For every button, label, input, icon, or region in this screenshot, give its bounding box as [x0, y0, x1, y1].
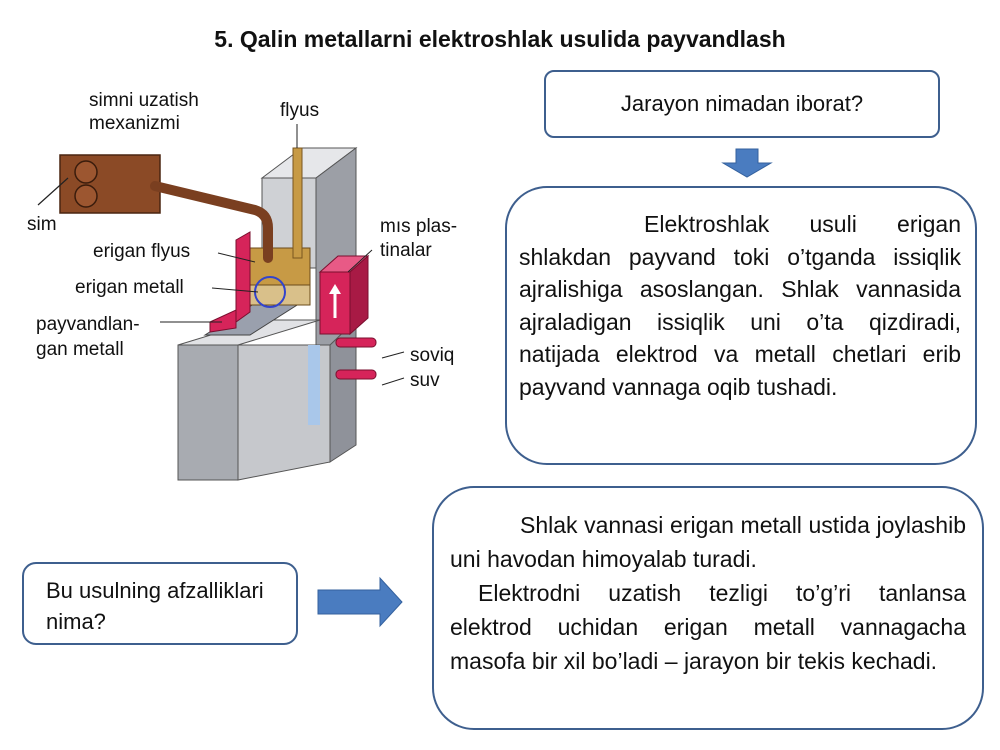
answer-advantages-para-2: Elektrodni uzatish tezligi to’g’ri tanla…	[450, 580, 966, 674]
label-welded-1: payvandlan-	[36, 314, 140, 335]
question-process-box: Jarayon nimadan iborat?	[544, 70, 940, 138]
down-arrow-icon	[721, 148, 773, 178]
label-molten-metal: erigan metall	[75, 277, 184, 298]
wire-feed-box	[59, 154, 161, 214]
water-pipe-top	[335, 337, 377, 348]
molten-flux-leader	[217, 252, 256, 263]
answer-advantages-para-1: Shlak vannasi erigan metall ustida joyla…	[450, 512, 966, 572]
copper-leader	[347, 249, 373, 273]
wire-leader	[37, 177, 69, 206]
right-arrow-icon	[317, 576, 403, 628]
copper-plate-left-base	[209, 309, 237, 333]
label-welded-2: gan metall	[36, 339, 124, 360]
molten-metal-leader	[211, 287, 259, 293]
feed-roller-top	[74, 160, 98, 184]
feed-roller-bottom	[74, 184, 98, 208]
water-leader-2	[381, 377, 405, 386]
label-water-1: soviq	[410, 345, 455, 366]
copper-plate-left	[235, 231, 251, 323]
label-wire-feed-1: simni uzatish	[89, 90, 199, 111]
answer-process-text: Elektroshlak usuli erigan shlakdan payva…	[519, 211, 961, 400]
question-advantages-text: Bu usulning afzalliklari nima?	[46, 578, 264, 634]
answer-process-box: Elektroshlak usuli erigan shlakdan payva…	[505, 186, 977, 465]
label-water-2: suv	[410, 370, 440, 391]
electrode-wire	[150, 181, 273, 263]
water-pipe-bottom	[335, 369, 377, 380]
copper-plate-side	[349, 254, 369, 336]
lower-block-left	[177, 344, 239, 481]
question-advantages-box: Bu usulning afzalliklari nima?	[22, 562, 298, 645]
label-wire: sim	[27, 214, 57, 235]
question-process-text: Jarayon nimadan iborat?	[620, 91, 864, 116]
water-leader	[381, 351, 405, 359]
page-title: 5. Qalin metallarni elektroshlak usulida…	[214, 26, 786, 52]
answer-advantages-box: Shlak vannasi erigan metall ustida joyla…	[432, 486, 984, 730]
label-wire-feed-2: mexanizmi	[89, 113, 180, 134]
water-channel	[308, 345, 320, 425]
label-flux: flyus	[280, 100, 320, 121]
movement-arrow-head	[329, 284, 341, 294]
flux-rod	[292, 147, 303, 259]
label-molten-flux: erigan flyus	[93, 241, 191, 262]
label-copper-1: mıs plas-	[380, 216, 458, 237]
label-copper-2: tinalar	[380, 240, 432, 261]
